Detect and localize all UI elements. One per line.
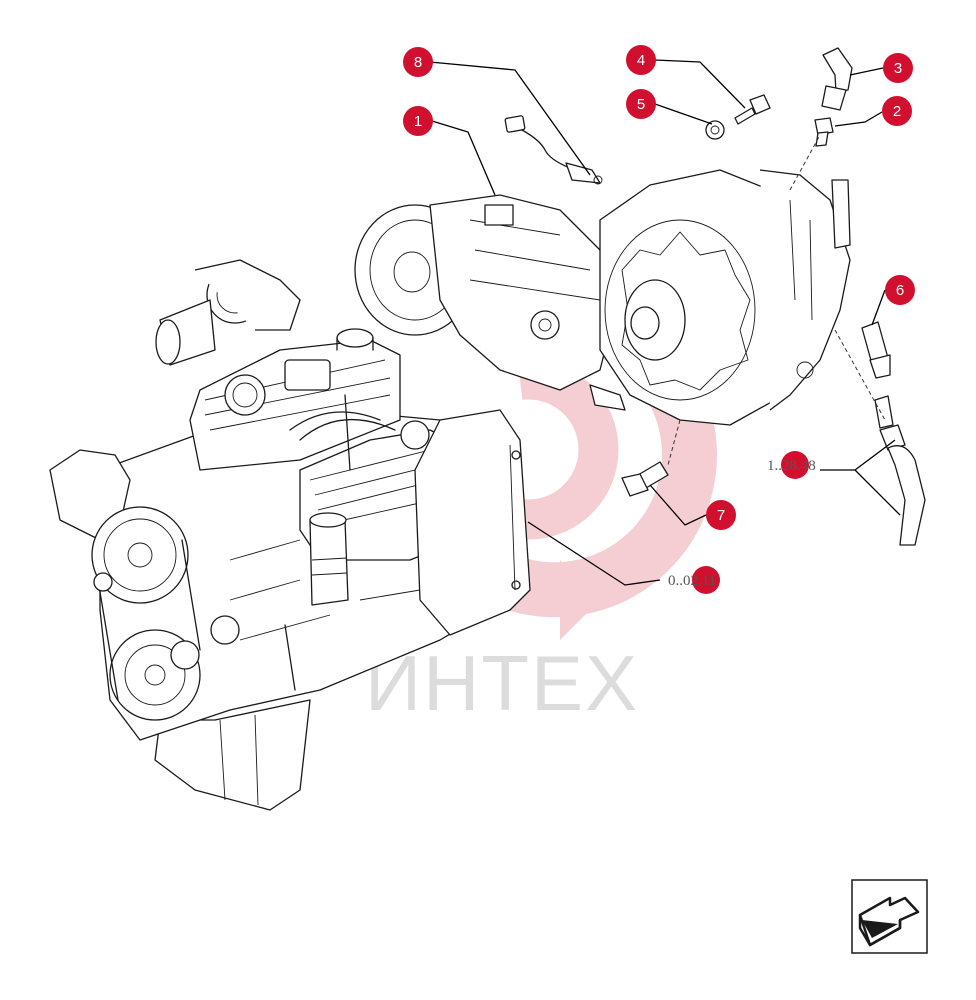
- callout-2[interactable]: 2: [882, 96, 912, 126]
- reference-1-28-48-text: 1..28.48: [767, 458, 816, 474]
- callout-6[interactable]: 6: [885, 275, 915, 305]
- reference-1-28-48[interactable]: 1..28.48: [767, 451, 816, 479]
- pressure-switch: [861, 321, 891, 379]
- hydraulic-pump-assembly: [354, 169, 851, 426]
- bolt: [734, 94, 771, 125]
- callout-5[interactable]: 5: [626, 89, 656, 119]
- adapter-fitting: [814, 117, 834, 147]
- next-page-arrow-icon: [858, 896, 920, 947]
- callout-2-label: 2: [893, 103, 901, 120]
- washer: [705, 120, 725, 140]
- callout-5-label: 5: [637, 96, 645, 113]
- elbow-fitting: [821, 47, 853, 111]
- callout-4-label: 4: [637, 52, 645, 69]
- next-page-button[interactable]: [851, 879, 928, 954]
- hose-assembly: [874, 395, 926, 546]
- callout-8-label: 8: [414, 54, 422, 71]
- callout-7-label: 7: [717, 507, 725, 524]
- engine-assembly: [49, 259, 531, 811]
- cap-screw: [621, 461, 669, 497]
- reference-0-02-11-text: 0..02.11: [668, 573, 716, 589]
- leader-lines: [429, 59, 901, 586]
- callout-7[interactable]: 7: [706, 500, 736, 530]
- sensor-with-cable: [504, 115, 603, 185]
- callout-1[interactable]: 1: [403, 106, 433, 136]
- watermark-text: ИНТЕХ: [365, 639, 639, 727]
- callout-3[interactable]: 3: [883, 53, 913, 83]
- callout-3-label: 3: [894, 60, 902, 77]
- callout-4[interactable]: 4: [626, 45, 656, 75]
- callout-8[interactable]: 8: [403, 47, 433, 77]
- callout-6-label: 6: [896, 282, 904, 299]
- callout-1-label: 1: [414, 113, 422, 130]
- reference-0-02-11[interactable]: 0..02.11: [668, 566, 720, 594]
